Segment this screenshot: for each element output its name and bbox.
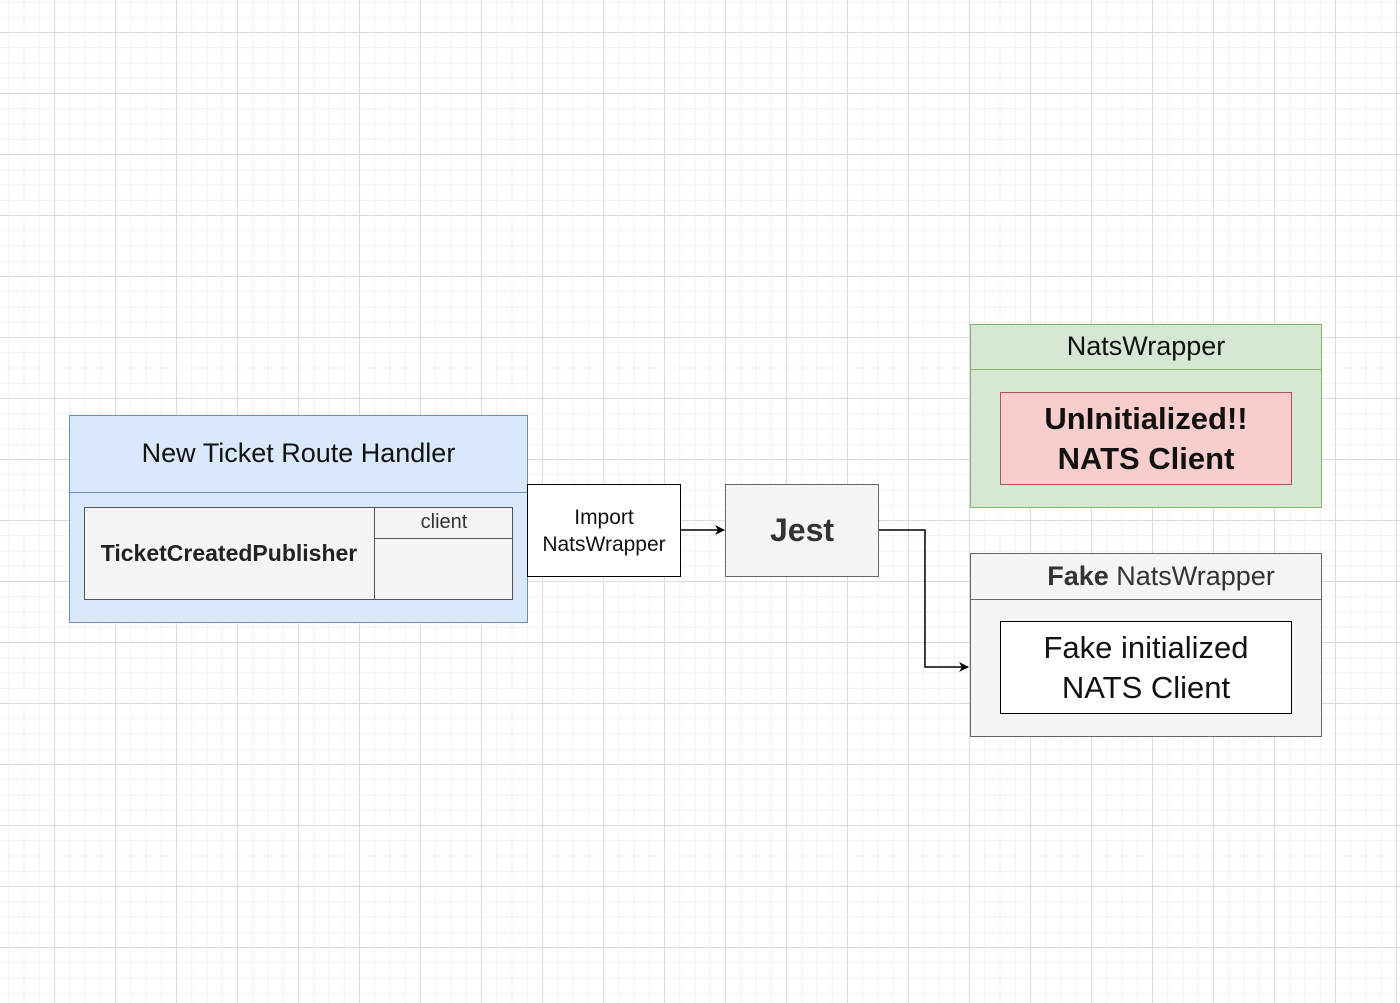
- nats-wrapper-title: NatsWrapper: [970, 324, 1322, 370]
- jest-label: Jest: [769, 512, 835, 548]
- fake-nats-wrapper-title: Fake NatsWrapper: [970, 553, 1322, 600]
- import-line-2: NatsWrapper: [542, 532, 666, 556]
- nats-wrapper-title-text: NatsWrapper: [1066, 331, 1226, 361]
- arrow-jest-to-fake-wrapper: [879, 529, 969, 672]
- publisher-name-text: TicketCreatedPublisher: [100, 540, 358, 566]
- fake-client-line-2: NATS Client: [1061, 669, 1231, 705]
- publisher-client-field: client: [375, 507, 513, 539]
- import-nats-wrapper-box: Import NatsWrapper: [527, 484, 681, 577]
- jest-box: Jest: [725, 484, 879, 577]
- import-line-1: Import: [574, 505, 634, 529]
- uninit-client-line-2: NATS Client: [1057, 440, 1235, 476]
- publisher-class-box: [84, 507, 513, 600]
- publisher-name: TicketCreatedPublisher: [84, 507, 375, 600]
- fake-title-bold: Fake: [1047, 560, 1109, 591]
- route-handler-title: New Ticket Route Handler: [69, 415, 528, 493]
- fake-title-rest: NatsWrapper: [1108, 560, 1275, 591]
- fake-initialized-nats-client: Fake initialized NATS Client: [1000, 621, 1292, 714]
- uninitialized-nats-client: UnInitialized!! NATS Client: [1000, 392, 1292, 485]
- uninit-client-line-1: UnInitialized!!: [1044, 400, 1248, 436]
- route-handler-title-text: New Ticket Route Handler: [141, 438, 456, 468]
- fake-client-line-1: Fake initialized: [1043, 629, 1249, 665]
- publisher-client-field-text: client: [420, 511, 468, 533]
